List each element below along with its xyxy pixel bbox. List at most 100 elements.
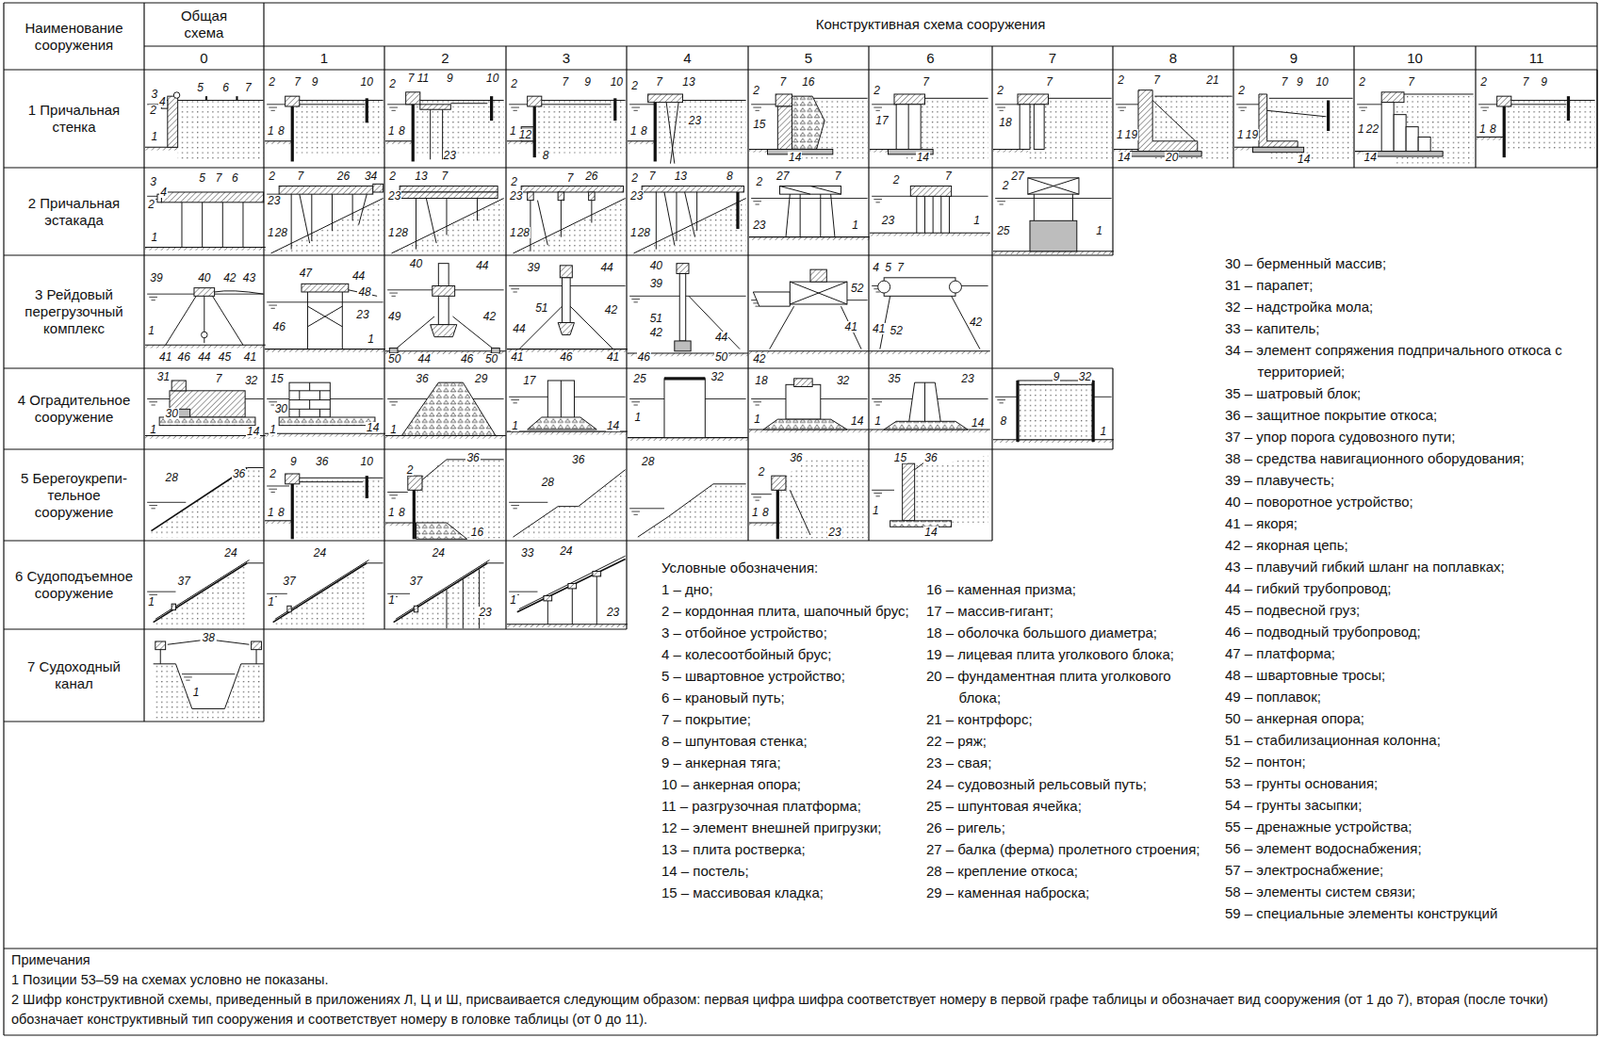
legend-column: 30 – берменный массив;31 – парапет;32 – … [1224, 252, 1591, 925]
sketch-line [309, 382, 311, 392]
table-rule [3, 1034, 1598, 1036]
column-number: 3 [506, 46, 627, 70]
callout-number: 9 [1295, 76, 1305, 88]
water-mark [185, 680, 190, 682]
sketch-line [653, 102, 657, 163]
sketch-block [674, 341, 691, 352]
table-rule [867, 69, 869, 168]
column-header: Наименование сооружения [3, 2, 145, 70]
callout-number: 23 [355, 309, 370, 321]
bottom-line [264, 520, 294, 522]
water-mark [391, 497, 395, 499]
structure-sketch [993, 380, 1114, 443]
sketch-line [613, 97, 617, 121]
callout-number: 3 [148, 176, 158, 188]
sketch-line [242, 202, 244, 248]
legend-entry: 47 – платформа; [1224, 642, 1591, 665]
callout-number: 39 [148, 272, 164, 284]
sketch-block-ground [155, 641, 166, 651]
structure-sketch [153, 640, 264, 719]
bottom-hatch [869, 232, 991, 236]
callout-number: 42 [482, 310, 497, 323]
sketch-line [445, 197, 447, 235]
sketch-line [365, 475, 369, 499]
sketch-block [527, 96, 542, 107]
water-mark [998, 110, 1003, 112]
soil-fill [779, 457, 867, 540]
sketch-line [319, 408, 321, 418]
callout-number: 8 [277, 125, 286, 137]
sketch-block-ground [771, 475, 786, 490]
sketch-line [596, 573, 598, 625]
water-mark [1360, 110, 1365, 112]
sketch-outline-ground [1258, 94, 1298, 147]
sketch-line [915, 195, 917, 233]
bottom-line [264, 433, 386, 435]
sketch-block-ground [161, 192, 263, 203]
callout-number: 26 [336, 170, 351, 182]
structure-sketch [869, 185, 991, 236]
sketch-line [310, 194, 312, 242]
sketch-block [676, 263, 689, 275]
callout-number: 23 [605, 606, 621, 619]
legend-entry: 39 – плавучесть; [1224, 469, 1591, 491]
water-mark [873, 107, 882, 109]
callout-number: 10 [485, 72, 500, 84]
callout-number: 7 [566, 172, 575, 184]
structure-sketch [993, 178, 1114, 255]
callout-number: 8 [277, 506, 286, 519]
sketch-line [352, 194, 354, 221]
water-mark [148, 594, 158, 596]
sketch-line [529, 200, 531, 252]
sketch-block-ground [588, 192, 595, 201]
table-rule [625, 69, 627, 168]
row-name: 6 Судоподъемное сооружение [3, 540, 145, 630]
bottom-hatch [264, 349, 386, 353]
row-name: 7 Судоходный канал [3, 629, 145, 722]
sketch-outline [1138, 90, 1198, 152]
sketch-block-ground [890, 521, 952, 527]
table-rule [3, 68, 1598, 70]
callout-number: 36 [923, 452, 938, 464]
callout-number: 1 [266, 506, 276, 519]
sketch-block [1371, 151, 1443, 157]
callout-number: 19 [1124, 129, 1139, 141]
sketch-block [810, 269, 827, 282]
callout-number: 12 [518, 129, 533, 141]
table-rule [1111, 167, 1113, 256]
water-mark [1117, 107, 1127, 109]
callout-number: 7 [921, 76, 931, 88]
callout-number: 2 [267, 170, 277, 182]
water-mark [510, 288, 520, 290]
table-rule [505, 540, 507, 630]
column-number: 5 [748, 46, 869, 70]
water-mark [631, 107, 640, 109]
callout-number: 24 [223, 547, 238, 559]
sketch-line [789, 281, 848, 305]
legend-entry: 16 – каменная призма; [926, 578, 1214, 601]
callout-number: 2 [872, 84, 882, 97]
sketch-block-ground [1017, 94, 1048, 105]
sketch-line [924, 195, 926, 233]
callout-number: 1 [1478, 123, 1487, 135]
water-mark [389, 494, 398, 496]
callout-number: 17 [522, 375, 537, 387]
sketch-line [1269, 97, 1354, 99]
sketch-line [429, 109, 431, 160]
sketch-block [789, 281, 848, 305]
table-rule [867, 368, 869, 450]
sketch-block [771, 475, 786, 490]
callout-number: 50 [714, 351, 729, 363]
callout-number: 39 [525, 261, 540, 274]
sketch-block [1381, 102, 1394, 152]
sketch-block [1019, 104, 1030, 150]
water-level [146, 591, 176, 593]
callout-number: 7 [296, 170, 306, 182]
legend-entry: 31 – парапет; [1224, 274, 1591, 296]
bottom-line [264, 140, 294, 142]
sketch-block-ground [559, 265, 572, 278]
sketch-line [425, 197, 437, 244]
legend-entry: 5 – швартовное устройство; [661, 665, 918, 687]
sketch-line [201, 202, 203, 248]
note-text: 1 Позиции 53–59 на схемах условно не пок… [11, 970, 1591, 991]
